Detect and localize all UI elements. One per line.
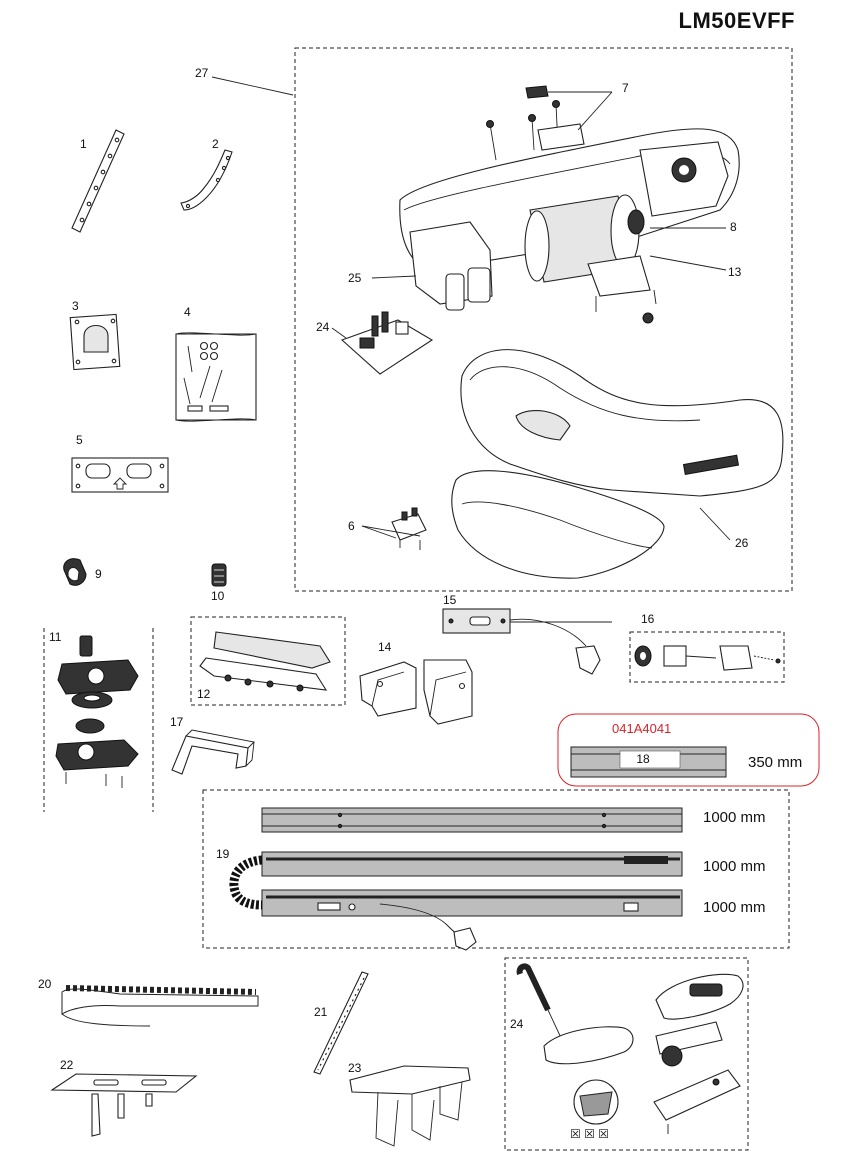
callout-part-code: 041A4041 [612,721,671,736]
rail-group-frame [202,789,790,949]
label-17: 17 [170,715,184,729]
callout-18-border [557,713,820,787]
callout-length: 350 mm [748,754,802,771]
part-4-hardware-bag [175,332,257,422]
label-7: 7 [622,81,629,95]
rail-middle [261,851,683,877]
part-24-remote-kit: ☒ ☒ ☒ [516,963,744,1141]
part-17-u-bracket [171,729,255,775]
label-22: 22 [60,1058,74,1072]
part-24-circuit-board [331,311,434,375]
model-title: LM50EVFF [678,8,795,33]
label-5: 5 [76,433,83,447]
part-16-roller-assembly [634,645,781,671]
part-14-brackets [359,659,473,725]
part-19-rails [229,807,683,951]
label-13: 13 [728,265,742,279]
label-27: 27 [195,66,209,80]
part-2-curved-bracket [180,149,233,211]
label-26: 26 [735,536,749,550]
part-5-slotted-plate [71,457,169,493]
part-20-belt [61,985,259,1027]
rail-middle-length: 1000 mm [703,858,766,875]
motor-unit-assembly [371,85,740,324]
label-24-remote: 24 [510,1017,524,1031]
label-25: 25 [348,271,362,285]
part-15-sensor-carriage [442,608,612,675]
label-2: 2 [212,137,219,151]
part-9-clip [63,558,87,586]
label-16: 16 [641,612,655,626]
label-3: 3 [72,299,79,313]
group-24-remote-frame [504,957,749,1151]
part-10-bushing [211,563,227,587]
label-21: 21 [314,1005,328,1019]
svg-text:☒ ☒ ☒: ☒ ☒ ☒ [570,1127,609,1141]
label-14: 14 [378,640,392,654]
part-21-strip [313,971,369,1075]
label-24-board: 24 [316,320,330,334]
label-20: 20 [38,977,52,991]
part-22-wall-bracket [50,1073,198,1137]
group-16-frame [629,631,785,683]
label-8: 8 [730,220,737,234]
part-12-carriage [199,631,331,692]
rail-piece-18-label-box [619,750,681,769]
rail-top [261,807,683,833]
chain-loop [229,855,263,910]
label-23: 23 [348,1061,362,1075]
motor-unit-frame [294,47,793,592]
part-6-terminal [361,507,427,550]
label-11: 11 [49,630,62,644]
part-26-cover [451,349,784,579]
label-6: 6 [348,519,355,533]
part-3-mounting-plate [69,313,121,371]
part-11-gear-assembly [55,635,139,788]
group-12-frame [190,616,346,706]
part-23-bracket [349,1065,471,1147]
label-1: 1 [80,137,87,151]
label-10: 10 [211,589,225,603]
rail-bottom-length: 1000 mm [703,899,766,916]
label-9: 9 [95,567,102,581]
rail-top-length: 1000 mm [703,809,766,826]
label-18: 18 [636,752,650,766]
label-19: 19 [216,847,230,861]
label-4: 4 [184,305,191,319]
part-1-strap [71,129,125,233]
label-15: 15 [443,593,457,607]
label-12: 12 [197,687,211,701]
